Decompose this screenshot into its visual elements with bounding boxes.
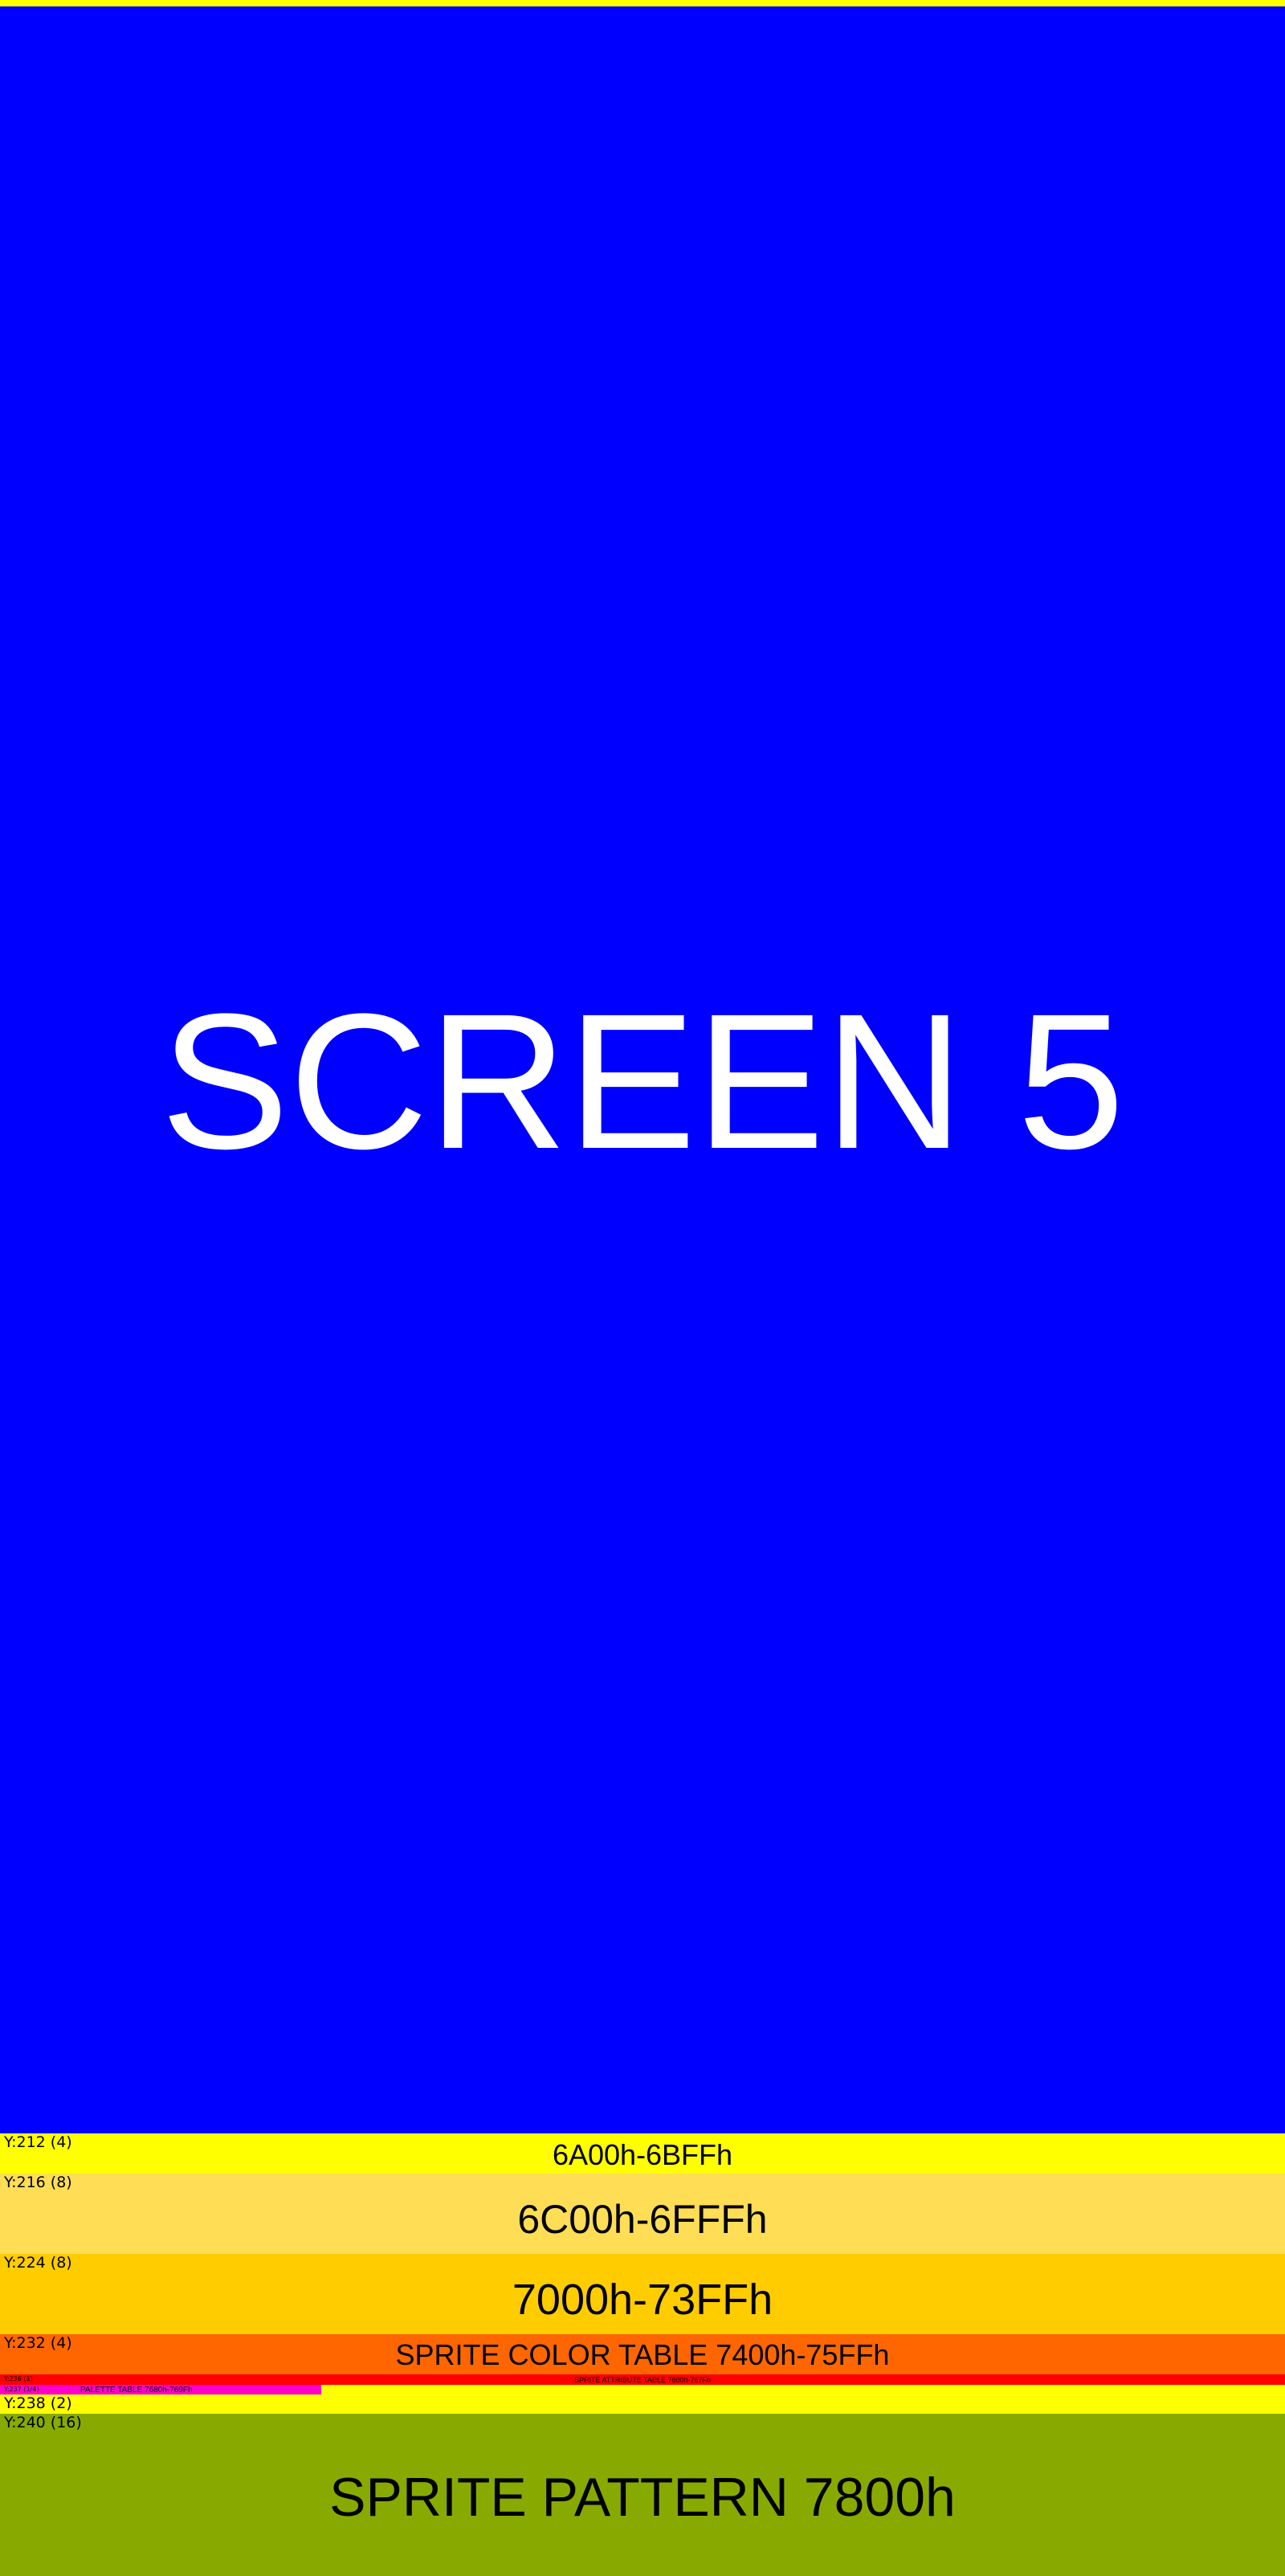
y-label: Y:232 (4): [4, 2334, 72, 2352]
palette-table-band: Y:237 (1/4) PALETTE TABLE 7680h-769Fh: [0, 2385, 1285, 2394]
band-title: 6A00h-6BFFh: [552, 2138, 733, 2171]
y-label: Y:238 (2): [4, 2394, 72, 2412]
band-title: PALETTE TABLE 7680h-769Fh: [80, 2386, 193, 2394]
band-title: SPRITE PATTERN 7800h: [329, 2467, 956, 2528]
palette-table-bar: Y:237 (1/4) PALETTE TABLE 7680h-769Fh: [0, 2385, 321, 2394]
vram-band-7780: Y:238 (2): [0, 2394, 1285, 2414]
sprite-color-table-band: Y:232 (4) SPRITE COLOR TABLE 7400h-75FFh: [0, 2334, 1285, 2374]
top-strip: [0, 0, 1285, 6]
vram-band-7000: Y:224 (8) 7000h-73FFh: [0, 2254, 1285, 2334]
screen-5-area: SCREEN 5: [0, 6, 1285, 2133]
y-label: Y:212 (4): [4, 2133, 72, 2151]
sprite-pattern-band: Y:240 (16) SPRITE PATTERN 7800h: [0, 2414, 1285, 2576]
sprite-attribute-table-band: Y:236 (1) SPRITE ATTRIBUTE TABLE 7600h-7…: [0, 2374, 1285, 2385]
y-label: Y:237 (1/4): [4, 2386, 39, 2393]
band-title: 6C00h-6FFFh: [517, 2197, 768, 2242]
screen-title: SCREEN 5: [160, 974, 1125, 1189]
band-title: SPRITE ATTRIBUTE TABLE 7600h-767Fh: [573, 2376, 712, 2384]
vram-band-6c00: Y:216 (8) 6C00h-6FFFh: [0, 2174, 1285, 2254]
y-label: Y:224 (8): [4, 2254, 72, 2272]
vram-band-6a00: Y:212 (4) 6A00h-6BFFh: [0, 2133, 1285, 2174]
y-label: Y:216 (8): [4, 2174, 72, 2191]
band-title: SPRITE COLOR TABLE 7400h-75FFh: [395, 2338, 890, 2371]
y-label: Y:240 (16): [4, 2414, 82, 2431]
band-title: 7000h-73FFh: [512, 2276, 773, 2324]
y-label: Y:236 (1): [4, 2375, 33, 2382]
